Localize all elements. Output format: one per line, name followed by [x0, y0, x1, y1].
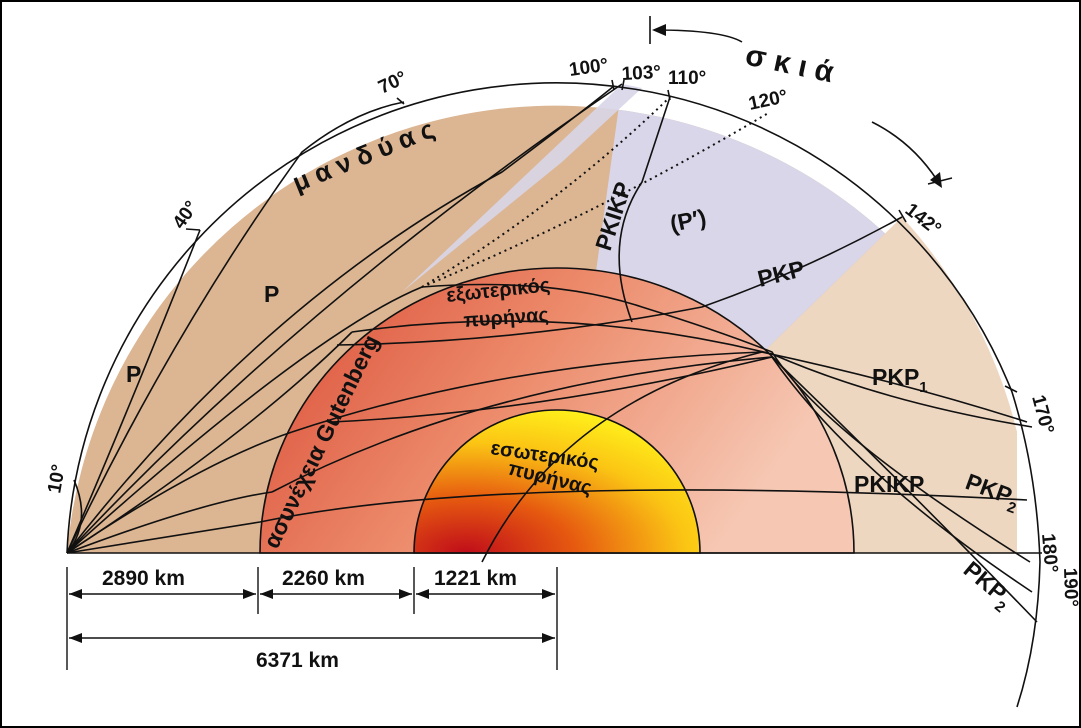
phase-pkikp-label: PKIKP: [854, 471, 924, 497]
angle-ticks: [185, 79, 1018, 393]
earth-outline: [66, 82, 1041, 708]
phase-pkp2-label-2: PKP2: [955, 556, 1018, 616]
angle-190-label: 190°: [1059, 567, 1079, 607]
angle-70-label: 70°: [375, 67, 410, 98]
p-rays: [66, 83, 623, 554]
core-rays: [259, 96, 1038, 623]
shadow-zone-arrow: [649, 16, 953, 188]
angle-40-label: 40°: [169, 197, 203, 233]
distance-radius-label: 6371 km: [256, 649, 339, 672]
angle-100-label: 100°: [568, 55, 610, 81]
inner-core-region: [413, 409, 701, 554]
shadow-zone-label: σ κ ι ά: [743, 39, 837, 90]
angle-170-label: 170°: [1027, 393, 1057, 436]
angle-110-label: 110°: [668, 68, 706, 89]
angle-10-label: 10°: [44, 463, 70, 495]
angle-120-label: 120°: [747, 86, 790, 115]
distance-mantle-label: 2890 km: [102, 567, 185, 590]
phase-p-label-2: P: [264, 281, 279, 307]
shadow-zone-inner-wedge: [402, 84, 642, 292]
dimension-lines: [66, 567, 558, 670]
angle-103-label: 103°: [621, 62, 661, 85]
p-prime-dotted-rays: [421, 96, 771, 288]
angle-180-label: 180°: [1037, 533, 1061, 574]
phase-p-label-1: P: [126, 361, 141, 387]
distance-outer-core-label: 2260 km: [282, 567, 365, 590]
phase-pkp1-label: PKP1: [872, 364, 928, 396]
distance-inner-core-label: 1221 km: [434, 567, 517, 590]
